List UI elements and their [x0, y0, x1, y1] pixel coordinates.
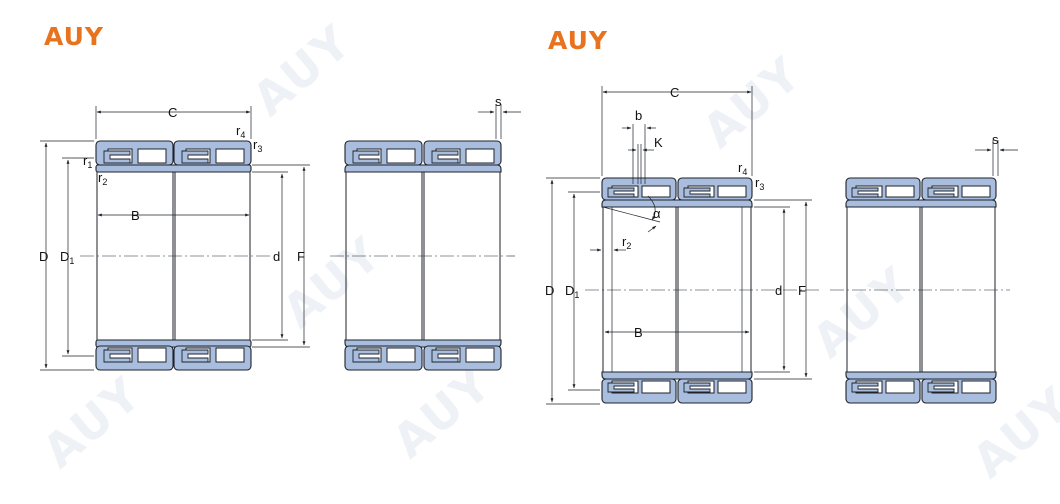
inner-ring-bottom	[95, 339, 252, 348]
watermark: AUY	[382, 356, 502, 469]
cage	[181, 349, 209, 363]
watermark-group: AUY AUY AUY AUY AUY AUY AUY	[32, 14, 1060, 489]
label-alpha: α	[653, 206, 661, 221]
dim-label-F: F	[297, 249, 305, 264]
label-r4: r4	[738, 160, 747, 177]
roller	[137, 148, 167, 164]
dim-label-B: B	[131, 208, 140, 223]
watermark: AUY	[272, 226, 392, 339]
roller	[215, 347, 245, 363]
label-r2: r2	[622, 234, 631, 251]
roller	[137, 347, 167, 363]
brand-logo-right: AUY	[548, 26, 608, 55]
dim-label-C: C	[168, 105, 177, 120]
dim-label-F: F	[798, 283, 806, 298]
dim-label-C: C	[670, 85, 679, 100]
dim-label-d: d	[775, 283, 782, 298]
watermark: AUY	[802, 256, 922, 369]
left-bearing-section: C B D D1 d F r4 r3 r1 r2	[39, 105, 310, 371]
dim-label-D1: D1	[60, 249, 74, 266]
dim-label-s: s	[495, 94, 502, 109]
cage	[103, 150, 131, 164]
dim-label-d: d	[273, 249, 280, 264]
dim-label-D: D	[545, 283, 554, 298]
label-r4: r4	[236, 123, 245, 140]
right-bearing-section: C b K α r2 B D D1	[545, 85, 820, 405]
dim-label-s: s	[992, 132, 999, 147]
roller	[215, 148, 245, 164]
cage	[181, 150, 209, 164]
dim-label-B: B	[634, 325, 643, 340]
watermark: AUY	[32, 366, 152, 479]
label-r3: r3	[253, 137, 262, 154]
brand-logo-left: AUY	[44, 22, 104, 51]
cage	[103, 349, 131, 363]
watermark: AUY	[242, 14, 362, 127]
dim-label-K: K	[654, 135, 663, 150]
inner-ring-top	[95, 164, 252, 173]
label-r1: r1	[83, 153, 92, 170]
label-r2: r2	[98, 170, 107, 187]
dim-label-D1: D1	[565, 283, 579, 300]
dim-label-D: D	[39, 249, 48, 264]
dim-label-b: b	[635, 108, 642, 123]
label-r3: r3	[755, 175, 764, 192]
right-bearing-variant: s	[830, 132, 1018, 404]
left-bearing-variant: s	[330, 94, 521, 371]
